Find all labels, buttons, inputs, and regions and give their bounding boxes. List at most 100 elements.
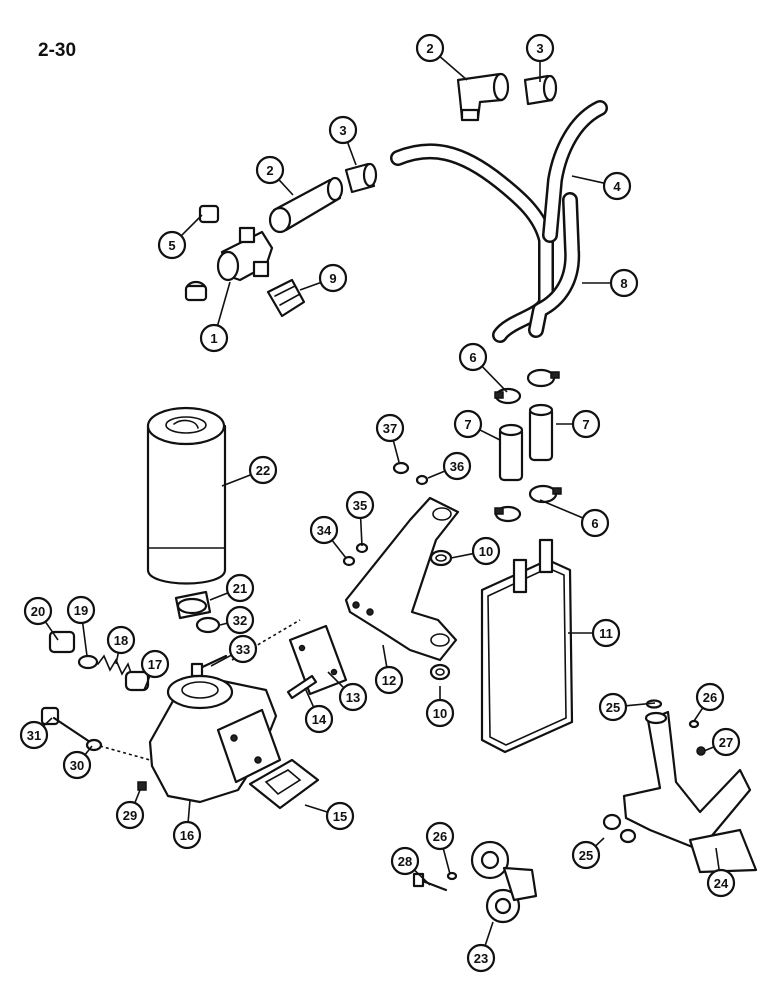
elbow-fitting-2-middle bbox=[268, 176, 344, 234]
callout-circle bbox=[598, 692, 628, 722]
leader-line-c19 bbox=[81, 622, 88, 657]
callout-number: 10 bbox=[479, 544, 493, 559]
callout-c25b: 25 bbox=[571, 840, 601, 870]
elbow-fitting-2-top bbox=[456, 72, 510, 122]
callout-c8: 8 bbox=[609, 268, 639, 298]
callout-number: 32 bbox=[233, 613, 247, 628]
leader-line-c26a bbox=[693, 707, 704, 722]
hose-7-right bbox=[528, 403, 554, 462]
callout-number: 22 bbox=[256, 463, 270, 478]
callout-c4: 4 bbox=[602, 171, 632, 201]
callout-circle bbox=[706, 868, 736, 898]
callout-number: 2 bbox=[426, 41, 433, 56]
callout-number: 29 bbox=[123, 808, 137, 823]
callout-circle bbox=[248, 455, 278, 485]
callout-number: 20 bbox=[31, 604, 45, 619]
callout-c28: 28 bbox=[390, 846, 420, 876]
stud-14 bbox=[286, 674, 318, 700]
leader-line-c2b bbox=[278, 179, 294, 196]
callout-c29: 29 bbox=[115, 800, 145, 830]
callout-circle bbox=[172, 820, 202, 850]
callout-c22: 22 bbox=[248, 455, 278, 485]
leader-line-c15 bbox=[304, 804, 328, 813]
callout-c10a: 10 bbox=[471, 536, 501, 566]
callout-circle bbox=[571, 409, 601, 439]
callout-c23: 23 bbox=[466, 943, 496, 973]
callout-number: 35 bbox=[353, 498, 367, 513]
callout-number: 26 bbox=[433, 829, 447, 844]
gasket-15 bbox=[248, 758, 320, 810]
bolt-31 bbox=[40, 706, 92, 744]
callout-circle bbox=[374, 665, 404, 695]
leader-line-c20 bbox=[44, 621, 59, 641]
leader-line-c16 bbox=[187, 799, 191, 823]
leader-line-c7a bbox=[479, 429, 501, 441]
o-ring-10-upper bbox=[429, 549, 453, 567]
callout-number: 34 bbox=[317, 523, 332, 538]
leader-line-c2a bbox=[439, 55, 468, 81]
callout-number: 15 bbox=[333, 809, 347, 824]
callout-number: 4 bbox=[613, 179, 621, 194]
spring-18 bbox=[97, 654, 133, 677]
callout-number: 36 bbox=[450, 459, 464, 474]
washer-26-lower bbox=[446, 871, 458, 881]
callout-circle bbox=[711, 727, 741, 757]
callout-circle bbox=[19, 720, 49, 750]
callout-circle bbox=[580, 508, 610, 538]
callout-number: 14 bbox=[312, 712, 327, 727]
leader-line-c37 bbox=[392, 440, 400, 463]
callout-circle bbox=[571, 840, 601, 870]
callout-number: 27 bbox=[719, 735, 733, 750]
callout-number: 8 bbox=[620, 276, 627, 291]
leader-line-c10a bbox=[450, 552, 474, 559]
callout-circle bbox=[591, 618, 621, 648]
callout-c18: 18 bbox=[106, 625, 136, 655]
callout-c15: 15 bbox=[325, 801, 355, 831]
leader-line-c24 bbox=[715, 847, 720, 871]
leader-line-c29 bbox=[134, 789, 141, 804]
callout-circle bbox=[225, 605, 255, 635]
callout-c17: 17 bbox=[140, 649, 170, 679]
bolt-28 bbox=[412, 872, 448, 892]
callout-c16: 16 bbox=[172, 820, 202, 850]
callout-c31: 31 bbox=[19, 720, 49, 750]
callout-c3b: 3 bbox=[328, 115, 358, 145]
callout-circle bbox=[390, 846, 420, 876]
hose-7-left bbox=[498, 423, 524, 482]
callout-c2b: 2 bbox=[255, 155, 285, 185]
callout-c13: 13 bbox=[338, 682, 368, 712]
callout-circle bbox=[466, 943, 496, 973]
callout-circle bbox=[106, 625, 136, 655]
callout-number: 5 bbox=[168, 238, 175, 253]
callout-circle bbox=[328, 115, 358, 145]
callout-number: 3 bbox=[339, 123, 346, 138]
callout-c26b: 26 bbox=[425, 821, 455, 851]
leader-line-c31 bbox=[42, 717, 53, 727]
leader-line-c34 bbox=[331, 539, 347, 559]
callout-number: 10 bbox=[433, 706, 447, 721]
page-number: 2-30 bbox=[38, 40, 77, 61]
leader-line-c27 bbox=[703, 746, 715, 752]
callout-number: 6 bbox=[469, 350, 476, 365]
suction-tube-24 bbox=[622, 710, 758, 874]
hose-4 bbox=[390, 100, 608, 343]
cross-fitting-1 bbox=[216, 226, 274, 282]
adapter-3-middle bbox=[344, 162, 378, 194]
leader-line-c32 bbox=[219, 622, 228, 626]
washer-34 bbox=[342, 555, 356, 567]
callout-c10b: 10 bbox=[425, 698, 455, 728]
leader-line-c6a bbox=[481, 365, 508, 393]
leader-line-c18 bbox=[115, 652, 120, 665]
callout-circle bbox=[115, 800, 145, 830]
callout-number: 16 bbox=[180, 828, 194, 843]
leader-line-c13 bbox=[327, 671, 345, 689]
callout-circle bbox=[318, 263, 348, 293]
washer-36 bbox=[415, 474, 429, 486]
leader-line-c35 bbox=[359, 517, 363, 547]
callout-c20: 20 bbox=[23, 596, 53, 626]
leader-line-c22 bbox=[221, 473, 252, 487]
nipple-9 bbox=[266, 278, 306, 318]
